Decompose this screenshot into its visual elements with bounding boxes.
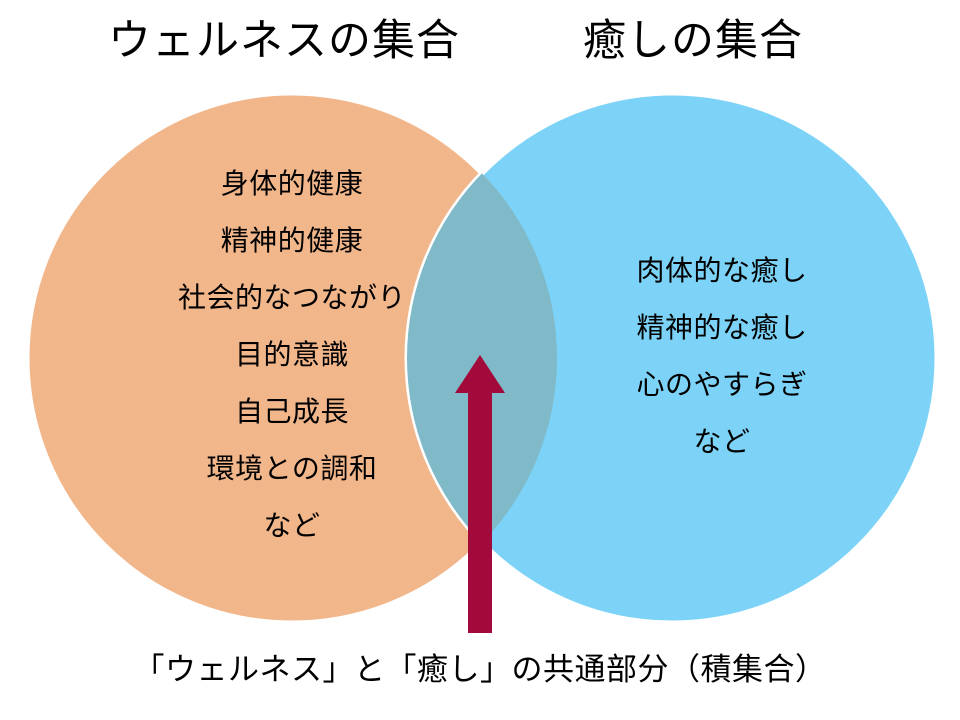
right-set-item-list: 肉体的な癒し 精神的な癒し 心のやすらぎ など xyxy=(562,242,882,470)
list-item: 精神的な癒し xyxy=(636,311,808,344)
right-set-circle xyxy=(407,93,937,623)
right-set-title: 癒しの集合 xyxy=(583,16,803,66)
list-item: 身体的健康 xyxy=(220,167,364,200)
list-item: など xyxy=(263,509,321,542)
list-item: 環境との調和 xyxy=(206,452,378,485)
left-set-title: ウェルネスの集合 xyxy=(108,16,460,66)
intersection-caption: 「ウェルネス」と「癒し」の共通部分（積集合） xyxy=(133,652,827,688)
list-item: 心のやすらぎ xyxy=(636,368,808,401)
list-item: 自己成長 xyxy=(234,395,349,428)
list-item: 目的意識 xyxy=(234,338,349,371)
list-item: など xyxy=(693,425,751,458)
list-item: 社会的なつながり xyxy=(177,281,406,314)
left-set-circle xyxy=(27,93,557,623)
list-item: 肉体的な癒し xyxy=(636,254,808,287)
intersection-arrow xyxy=(455,355,505,633)
list-item: 精神的健康 xyxy=(220,224,364,257)
left-set-item-list: 身体的健康 精神的健康 社会的なつながり 目的意識 自己成長 環境との調和 など xyxy=(92,155,492,554)
